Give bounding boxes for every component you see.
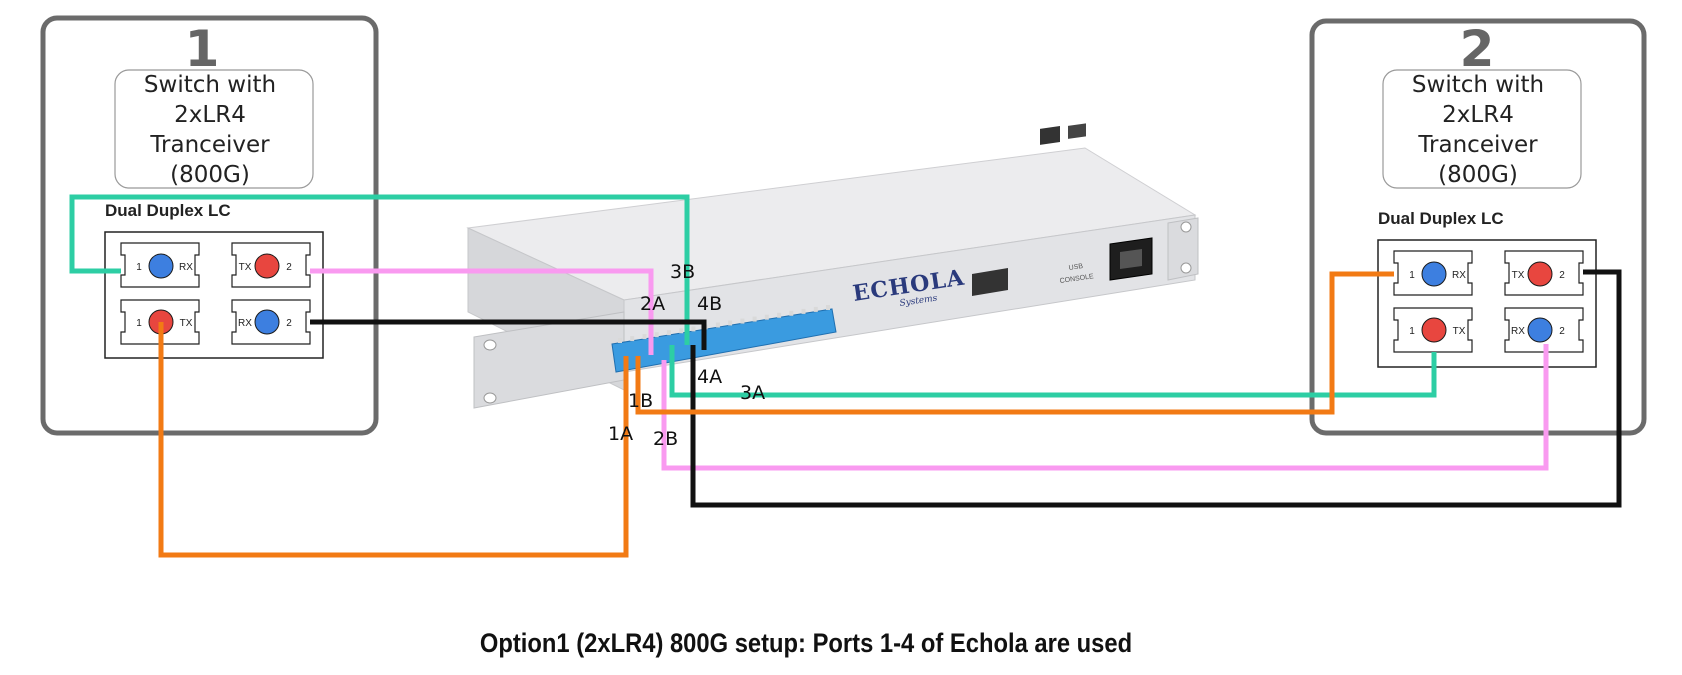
port-role: TX [239, 262, 252, 273]
port-role: RX [179, 262, 193, 273]
tx-port-dot [1421, 317, 1447, 343]
switch-1-label-line-1: Switch with [144, 72, 276, 98]
rx-port-dot [148, 253, 174, 279]
fiber-label-3b: 3B [670, 261, 695, 283]
switch-1-number: 1 [185, 20, 220, 78]
fiber-black-4b [310, 319, 707, 350]
port-role: RX [1511, 326, 1525, 337]
device-console-label: CONSOLE [1059, 273, 1094, 285]
port-role: TX [1453, 326, 1466, 337]
port-strip-tooth [740, 318, 745, 324]
switch-1-port-2-rx[interactable]: RX 2 [231, 299, 311, 345]
rack-screw [483, 339, 497, 351]
switch-1-port-2-tx[interactable]: TX 2 [231, 242, 311, 288]
switch-2-lc-title: Dual Duplex LC [1378, 209, 1504, 228]
switch-2-port-1-tx[interactable]: 1 TX [1393, 307, 1473, 353]
switch-2-number: 2 [1460, 20, 1495, 78]
tx-port-dot [1527, 261, 1553, 287]
rx-port-dot [1527, 317, 1553, 343]
switch-2-label-line-4: (800G) [1438, 162, 1518, 188]
port-strip-tooth [801, 308, 806, 314]
port-number: 1 [1409, 270, 1415, 281]
fiber-orange-1a [158, 322, 629, 558]
switch-1-port-1-rx[interactable]: 1 RX [120, 242, 200, 288]
port-role: RX [1452, 270, 1466, 281]
port-number: 1 [136, 318, 142, 329]
fiber-orange-1b [635, 271, 1394, 415]
switch-1-label-line-2: 2xLR4 [174, 102, 246, 128]
fiber-pink-2a [310, 268, 654, 355]
fiber-label-1a: 1A [608, 423, 633, 445]
port-strip-tooth [630, 336, 635, 342]
switch-2-port-2-rx[interactable]: RX 2 [1504, 307, 1584, 353]
rack-screw [483, 392, 497, 404]
switch-2-label-line-2: 2xLR4 [1442, 102, 1514, 128]
switch-1-label-line-4: (800G) [170, 162, 250, 188]
fiber-label-4a: 4A [697, 366, 722, 388]
port-number: 2 [286, 262, 292, 273]
port-strip-tooth [826, 305, 830, 310]
switch-2-group: 2 Switch with 2xLR4 Tranceiver (800G) Du… [1309, 18, 1647, 436]
port-strip-tooth [752, 316, 757, 322]
switch-2-label-line-3: Tranceiver [1417, 132, 1538, 158]
switch-2-port-2-tx[interactable]: TX 2 [1504, 250, 1584, 296]
port-strip-tooth [691, 326, 696, 332]
device-usb-label: USB [1068, 263, 1084, 272]
echola-device: ECHOLA Systems USB CONSOLE [466, 123, 1199, 409]
switch-1-lc-title: Dual Duplex LC [105, 201, 231, 220]
fiber-black-4a [690, 269, 1622, 508]
rx-port-dot [254, 309, 280, 335]
port-role: TX [180, 318, 193, 329]
device-power-socket-inner [1120, 249, 1142, 269]
rack-screw [1180, 221, 1192, 233]
port-strip-tooth [666, 330, 671, 336]
fiber-label-1b: 1B [628, 390, 653, 412]
fiber-cables [69, 194, 1622, 558]
port-strip-tooth [679, 328, 684, 334]
port-role: RX [238, 318, 252, 329]
switch-2-port-1-rx[interactable]: 1 RX [1393, 250, 1473, 296]
fiber-teal-3b [69, 194, 690, 345]
port-strip-tooth [715, 322, 720, 328]
device-ethernet-port[interactable] [1040, 126, 1060, 145]
switch-2-label-line-1: Switch with [1412, 72, 1544, 98]
device-usb-port[interactable] [1068, 123, 1086, 139]
port-strip-tooth [813, 306, 818, 312]
port-number: 1 [1409, 326, 1415, 337]
fiber-label-4b: 4B [697, 293, 722, 315]
switch-2-label-box [1382, 69, 1582, 189]
rx-port-dot [1421, 261, 1447, 287]
port-strip-tooth [777, 312, 782, 318]
fiber-label-2b: 2B [653, 428, 678, 450]
port-role: TX [1512, 270, 1525, 281]
port-number: 1 [136, 262, 142, 273]
port-strip-tooth [764, 314, 769, 320]
port-strip-tooth [618, 338, 622, 343]
fiber-teal-3a [669, 345, 1437, 398]
rack-screw [1180, 262, 1192, 274]
port-strip-tooth [654, 332, 659, 338]
fiber-label-2a: 2A [640, 293, 665, 315]
tx-port-dot [254, 253, 280, 279]
port-strip-tooth [728, 320, 733, 326]
switch-2-frame [1309, 18, 1647, 436]
switch-1-label-line-3: Tranceiver [149, 132, 270, 158]
device-display-window [972, 268, 1008, 296]
device-rack-ear-right [1167, 217, 1199, 281]
diagram-caption: Option1 (2xLR4) 800G setup: Ports 1-4 of… [479, 628, 1133, 658]
port-strip-tooth [789, 310, 794, 316]
port-number: 2 [1559, 326, 1565, 337]
switch-1-label-box [114, 69, 314, 189]
fiber-label-3a: 3A [740, 382, 765, 404]
device-port-strip[interactable] [611, 308, 837, 373]
port-number: 2 [286, 318, 292, 329]
port-number: 2 [1559, 270, 1565, 281]
port-strip-tooth [642, 334, 647, 340]
switch-1-group: 1 Switch with 2xLR4 Tranceiver (800G) Du… [40, 15, 379, 436]
switch-1-frame [40, 15, 379, 436]
